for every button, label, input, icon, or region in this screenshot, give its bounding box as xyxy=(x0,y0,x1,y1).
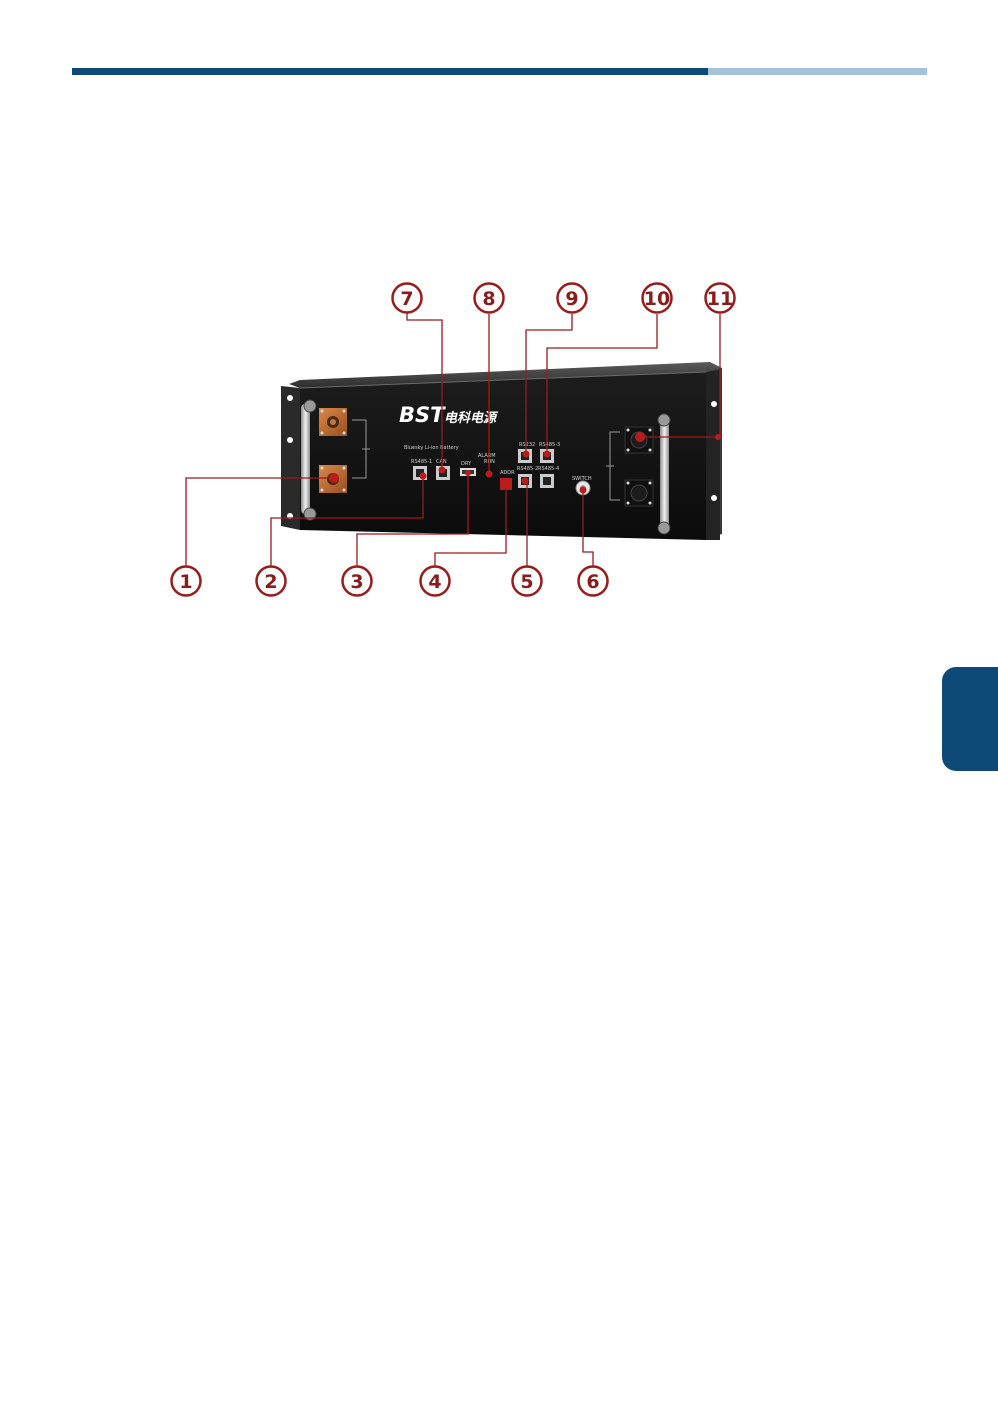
svg-text:电科电源: 电科电源 xyxy=(444,410,499,426)
svg-text:BST: BST xyxy=(399,403,446,427)
svg-text:11: 11 xyxy=(707,288,733,310)
svg-text:ADDR: ADDR xyxy=(500,470,515,476)
svg-text:RS485-2: RS485-2 xyxy=(517,466,538,472)
callout-1: 1 xyxy=(172,567,201,596)
svg-text:9: 9 xyxy=(565,288,578,310)
right-mounting-ear xyxy=(706,370,720,540)
callout-11: 11 xyxy=(706,284,735,313)
module-front-face xyxy=(300,372,706,540)
svg-text:3: 3 xyxy=(350,571,363,593)
svg-text:8: 8 xyxy=(482,288,495,310)
left-mounting-ear xyxy=(281,386,300,530)
callout-7: 7 xyxy=(393,284,422,313)
svg-text:2: 2 xyxy=(264,571,277,593)
panel-title: Bluesky Li-ion Battery xyxy=(404,445,459,451)
callout-6: 6 xyxy=(579,567,608,596)
svg-text:DRY: DRY xyxy=(461,461,472,467)
callout-3: 3 xyxy=(343,567,372,596)
svg-text:5: 5 xyxy=(520,571,533,593)
callout-8: 8 xyxy=(475,284,504,313)
right-lower-socket xyxy=(625,480,653,506)
svg-text:RS485-4: RS485-4 xyxy=(538,466,559,472)
svg-text:4: 4 xyxy=(428,571,441,593)
battery-module xyxy=(281,362,722,540)
positive-terminal xyxy=(319,408,347,436)
svg-text:RS485-1: RS485-1 xyxy=(411,459,432,465)
callout-10: 10 xyxy=(643,284,672,313)
svg-text:RS232: RS232 xyxy=(519,442,535,448)
callout-2: 2 xyxy=(257,567,286,596)
svg-text:6: 6 xyxy=(586,571,599,593)
svg-text:1: 1 xyxy=(179,571,192,593)
svg-text:RS485-3: RS485-3 xyxy=(539,442,560,448)
callout-9: 9 xyxy=(558,284,587,313)
svg-text:7: 7 xyxy=(400,288,413,310)
callout-4: 4 xyxy=(421,567,450,596)
svg-text:10: 10 xyxy=(644,288,670,310)
callout-5: 5 xyxy=(513,567,542,596)
